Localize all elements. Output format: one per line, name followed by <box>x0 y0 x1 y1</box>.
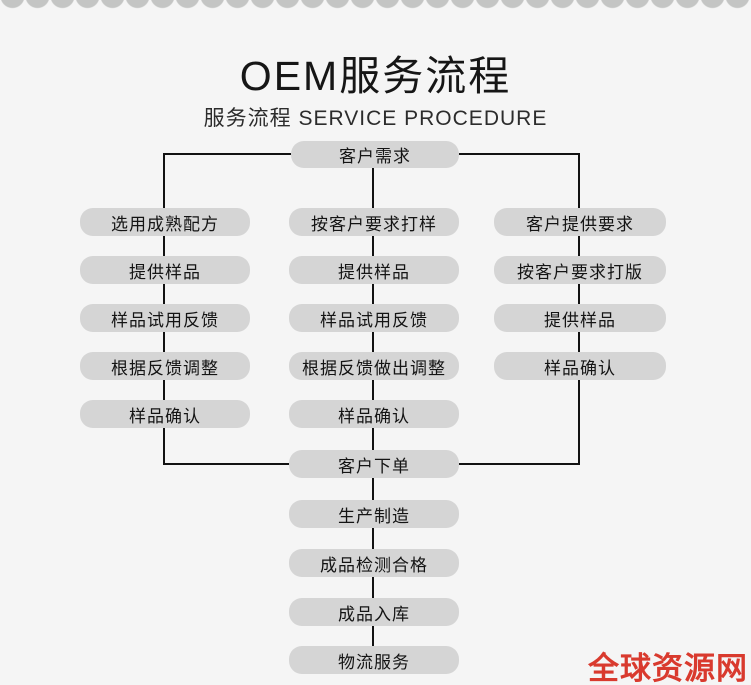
flow-node-customer-demand: 客户需求 <box>291 141 459 168</box>
flow-node-right-1: 客户提供要求 <box>494 208 666 236</box>
page-subtitle: 服务流程 SERVICE PROCEDURE <box>203 107 548 130</box>
torn-edge-border <box>0 0 751 13</box>
flow-node-left-3: 样品试用反馈 <box>80 304 250 332</box>
connector-h-bottom-left <box>163 463 289 465</box>
flow-node-right-3: 提供样品 <box>494 304 666 332</box>
flow-node-left-5: 样品确认 <box>80 400 250 428</box>
flow-node-logistics: 物流服务 <box>289 646 459 674</box>
flow-node-middle-2: 提供样品 <box>289 256 459 284</box>
connector-h-top-right <box>459 153 580 155</box>
page-title: OEM服务流程 <box>239 53 512 99</box>
flow-node-warehousing: 成品入库 <box>289 598 459 626</box>
flow-node-middle-3: 样品试用反馈 <box>289 304 459 332</box>
site-watermark: 全球资源网 <box>588 651 748 685</box>
connector-h-top-left <box>164 153 291 155</box>
flow-node-right-4: 样品确认 <box>494 352 666 380</box>
flow-node-left-4: 根据反馈调整 <box>80 352 250 380</box>
flow-node-left-1: 选用成熟配方 <box>80 208 250 236</box>
flow-node-left-2: 提供样品 <box>80 256 250 284</box>
flow-node-middle-4: 根据反馈做出调整 <box>289 352 459 380</box>
flow-node-inspection: 成品检测合格 <box>289 549 459 577</box>
flow-node-right-2: 按客户要求打版 <box>494 256 666 284</box>
connector-h-bottom-right <box>459 463 580 465</box>
flow-node-customer-order: 客户下单 <box>289 450 459 478</box>
flow-node-middle-5: 样品确认 <box>289 400 459 428</box>
flow-node-middle-1: 按客户要求打样 <box>289 208 459 236</box>
flow-node-production: 生产制造 <box>289 500 459 528</box>
